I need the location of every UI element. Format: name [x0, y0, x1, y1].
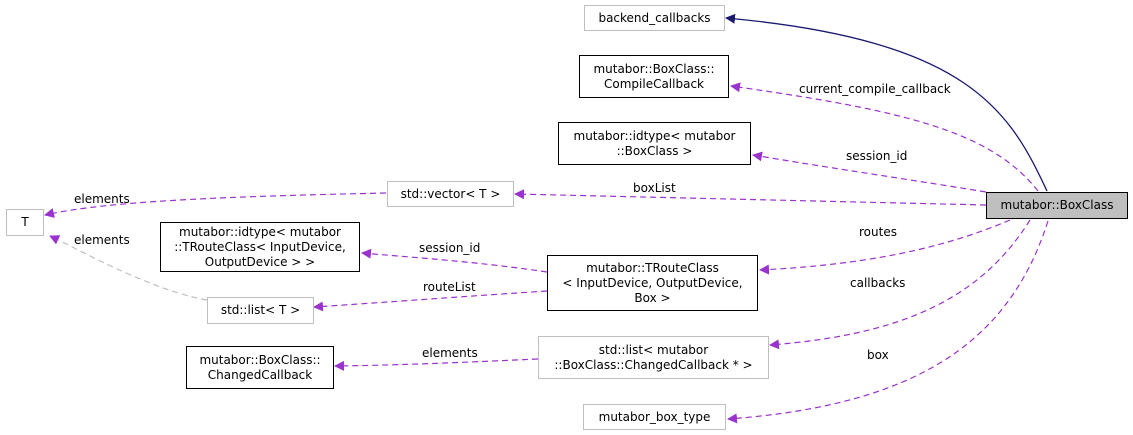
node-t-label: T: [21, 215, 29, 229]
node-mutabor-box-type-label: mutabor_box_type: [598, 409, 711, 424]
edge-callbacks: [769, 219, 1031, 350]
node-boxclass[interactable]: mutabor::BoxClass: [986, 192, 1128, 219]
node-changed-callback-line2: ChangedCallback: [207, 367, 313, 382]
node-idtype-trouteclass-line1: mutabor::idtype< mutabor: [179, 224, 341, 239]
edge-label-elements-changed: elements: [422, 346, 478, 360]
edge-label-callbacks: callbacks: [850, 276, 906, 290]
node-compile-callback[interactable]: mutabor::BoxClass:: CompileCallback: [579, 55, 729, 98]
node-changed-callback[interactable]: mutabor::BoxClass:: ChangedCallback: [186, 346, 334, 389]
node-trouteclass[interactable]: mutabor::TRouteClass < InputDevice, Outp…: [547, 255, 758, 311]
node-idtype-trouteclass[interactable]: mutabor::idtype< mutabor ::TRouteClass< …: [160, 222, 360, 272]
node-compile-callback-line2: CompileCallback: [604, 76, 704, 91]
edge-label-routelist: routeList: [423, 280, 476, 294]
edge-label-current-compile-callback: current_compile_callback: [799, 82, 951, 96]
node-boxclass-label: mutabor::BoxClass: [1000, 198, 1114, 212]
edge-routelist: [313, 290, 548, 312]
node-trouteclass-line3: Box >: [634, 290, 671, 305]
node-compile-callback-line1: mutabor::BoxClass::: [593, 61, 715, 76]
node-list-t-label: std::list< T >: [220, 303, 301, 317]
edge-elements-list: [49, 235, 208, 301]
node-mutabor-box-type[interactable]: mutabor_box_type: [583, 404, 726, 430]
edge-label-boxlist: boxList: [633, 181, 676, 195]
edge-label-routes: routes: [859, 225, 897, 239]
node-idtype-trouteclass-line2: ::TRouteClass< InputDevice,: [174, 239, 346, 254]
node-backend-callbacks[interactable]: backend_callbacks: [584, 5, 725, 31]
node-t[interactable]: T: [6, 209, 44, 236]
node-idtype-boxclass-line2: ::BoxClass >: [616, 143, 693, 158]
node-list-changed-callback-line2: ::BoxClass::ChangedCallback * >: [554, 357, 753, 372]
edge-label-elements-list: elements: [74, 233, 130, 247]
edge-elements-changed: [334, 358, 539, 371]
node-backend-callbacks-label: backend_callbacks: [598, 10, 711, 25]
node-list-t[interactable]: std::list< T >: [207, 297, 314, 324]
node-idtype-boxclass-line1: mutabor::idtype< mutabor: [573, 128, 736, 143]
edge-box: [727, 220, 1049, 424]
node-idtype-boxclass[interactable]: mutabor::idtype< mutabor ::BoxClass >: [558, 122, 751, 165]
edge-label-elements-vector: elements: [74, 192, 130, 206]
node-list-changed-callback[interactable]: std::list< mutabor ::BoxClass::ChangedCa…: [538, 336, 769, 379]
node-vector-t-label: std::vector< T >: [400, 186, 501, 201]
edge-current-compile-callback: [730, 82, 1039, 192]
node-trouteclass-line2: < InputDevice, OutputDevice,: [562, 275, 743, 290]
node-list-changed-callback-line1: std::list< mutabor: [598, 342, 709, 357]
edge-label-box: box: [867, 348, 889, 362]
edge-label-session-id-box: session_id: [846, 149, 908, 163]
edge-inheritance-backend-callbacks: [725, 13, 1048, 192]
node-vector-t[interactable]: std::vector< T >: [387, 181, 514, 207]
node-idtype-trouteclass-line3: OutputDevice > >: [204, 254, 316, 269]
edge-elements-vector: [44, 192, 387, 218]
node-trouteclass-line1: mutabor::TRouteClass: [586, 260, 719, 275]
edge-session-id-route: [361, 248, 548, 273]
edge-label-session-id-route: session_id: [419, 241, 481, 255]
edge-session-id-box: [752, 151, 987, 193]
edge-boxlist: [514, 189, 987, 206]
node-changed-callback-line1: mutabor::BoxClass::: [199, 352, 321, 367]
